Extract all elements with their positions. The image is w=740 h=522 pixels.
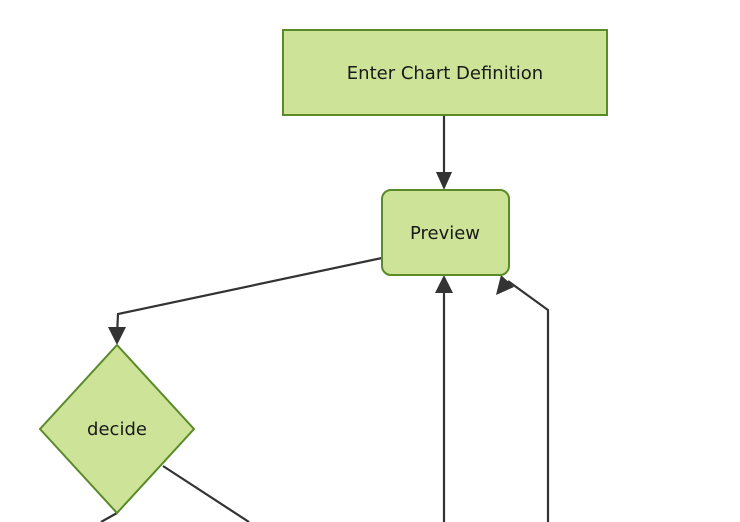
decide-shape[interactable] [38, 343, 196, 515]
edge-decide-bottom-outgoing [100, 512, 118, 522]
preview-shape[interactable] [381, 189, 510, 276]
node-preview[interactable]: Preview [381, 189, 510, 276]
edge-group [100, 115, 550, 522]
edge-bottom-right-to-preview [507, 280, 550, 522]
node-enter-chart-definition[interactable]: Enter Chart Definition [282, 29, 608, 116]
enter-chart-definition-shape[interactable] [282, 29, 608, 116]
arrow-head-into-preview-bottom-center [435, 275, 453, 293]
arrow-head-into-preview-top [436, 172, 452, 190]
node-decide[interactable]: decide [38, 343, 196, 515]
edge-preview-to-decide [115, 256, 383, 337]
arrow-head-into-decide-top [108, 327, 126, 345]
edge-decide-right-outgoing [162, 465, 250, 522]
arrow-head-into-preview-bottom-right [496, 275, 514, 295]
